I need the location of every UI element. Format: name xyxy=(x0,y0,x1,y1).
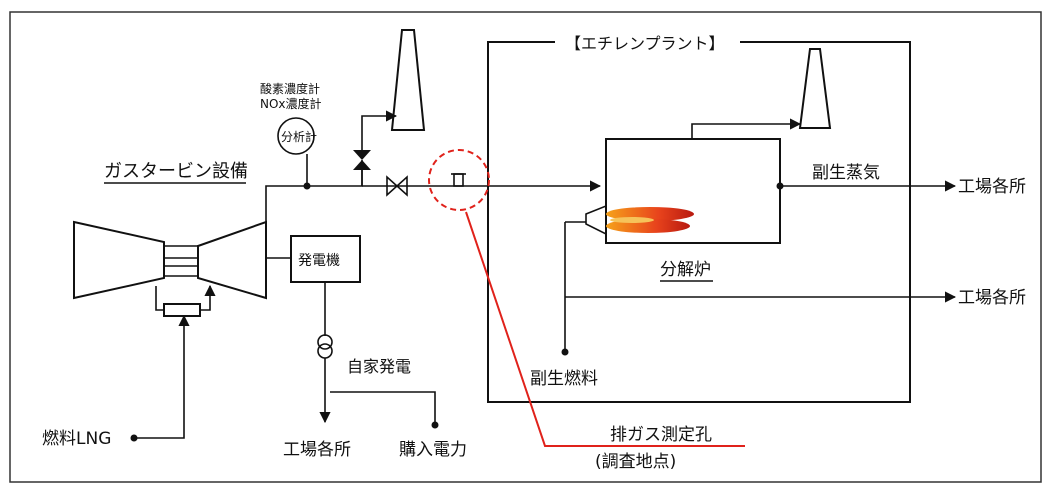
turbine-exhaust-line xyxy=(265,160,363,222)
bypass-valve-top xyxy=(353,150,371,160)
furnace-exhaust-line xyxy=(691,118,802,139)
bypass-valve-bottom xyxy=(353,160,371,170)
ethylene-plant-label: 【エチレンプラント】 xyxy=(565,34,725,53)
purchased-power-line xyxy=(330,391,436,425)
analyzer-label: 分析計 xyxy=(281,129,317,144)
fuel-lng-label: 燃料LNG xyxy=(42,429,111,449)
left-stack xyxy=(390,29,426,131)
compressor-to-combustor xyxy=(155,286,164,311)
survey-point-label: (調査地点) xyxy=(595,452,676,472)
analyzer-circle xyxy=(277,117,315,155)
survey-point-pointer xyxy=(465,211,745,447)
fuel-lng-line xyxy=(134,314,190,439)
bypass-to-stack-line xyxy=(361,110,398,150)
right-stack xyxy=(798,48,832,129)
main-valve-right xyxy=(395,175,408,197)
transformer-top-coil xyxy=(317,334,333,350)
exhaust-hole-label: 排ガス測定孔 xyxy=(610,425,712,445)
ethylene-plant-boundary xyxy=(487,41,911,403)
diagram-frame xyxy=(9,11,1042,483)
gas-turbine-label: ガスタービン設備 xyxy=(104,161,248,182)
combustor xyxy=(163,303,201,317)
cracking-furnace-label: 分解炉 xyxy=(660,260,711,280)
factory-mid-label: 工場各所 xyxy=(958,288,1026,308)
main-valve-left xyxy=(386,175,399,197)
flame-core xyxy=(610,217,654,223)
byproduct-fuel-label: 副生燃料 xyxy=(530,369,598,389)
transformer-bottom-coil xyxy=(317,343,333,359)
byproduct-steam-label: 副生蒸気 xyxy=(812,163,880,183)
factory-top-label: 工場各所 xyxy=(958,177,1026,197)
burner-nozzle xyxy=(585,204,607,236)
analyzer-desc-2: NOx濃度計 xyxy=(260,96,322,111)
generator-label: 発電機 xyxy=(298,253,340,269)
self-power-label: 自家発電 xyxy=(347,357,411,376)
survey-point-circle xyxy=(428,149,490,211)
cracking-furnace-box xyxy=(605,138,781,244)
purchased-power-label: 購入電力 xyxy=(399,440,467,460)
exhaust-measurement-hole xyxy=(453,173,464,187)
turbine-shape xyxy=(197,220,267,300)
combustor-to-turbine xyxy=(200,284,216,311)
factory-left-label: 工場各所 xyxy=(283,440,351,460)
analyzer-desc-1: 酸素濃度計 xyxy=(260,81,320,96)
compressor-shape xyxy=(73,220,165,300)
